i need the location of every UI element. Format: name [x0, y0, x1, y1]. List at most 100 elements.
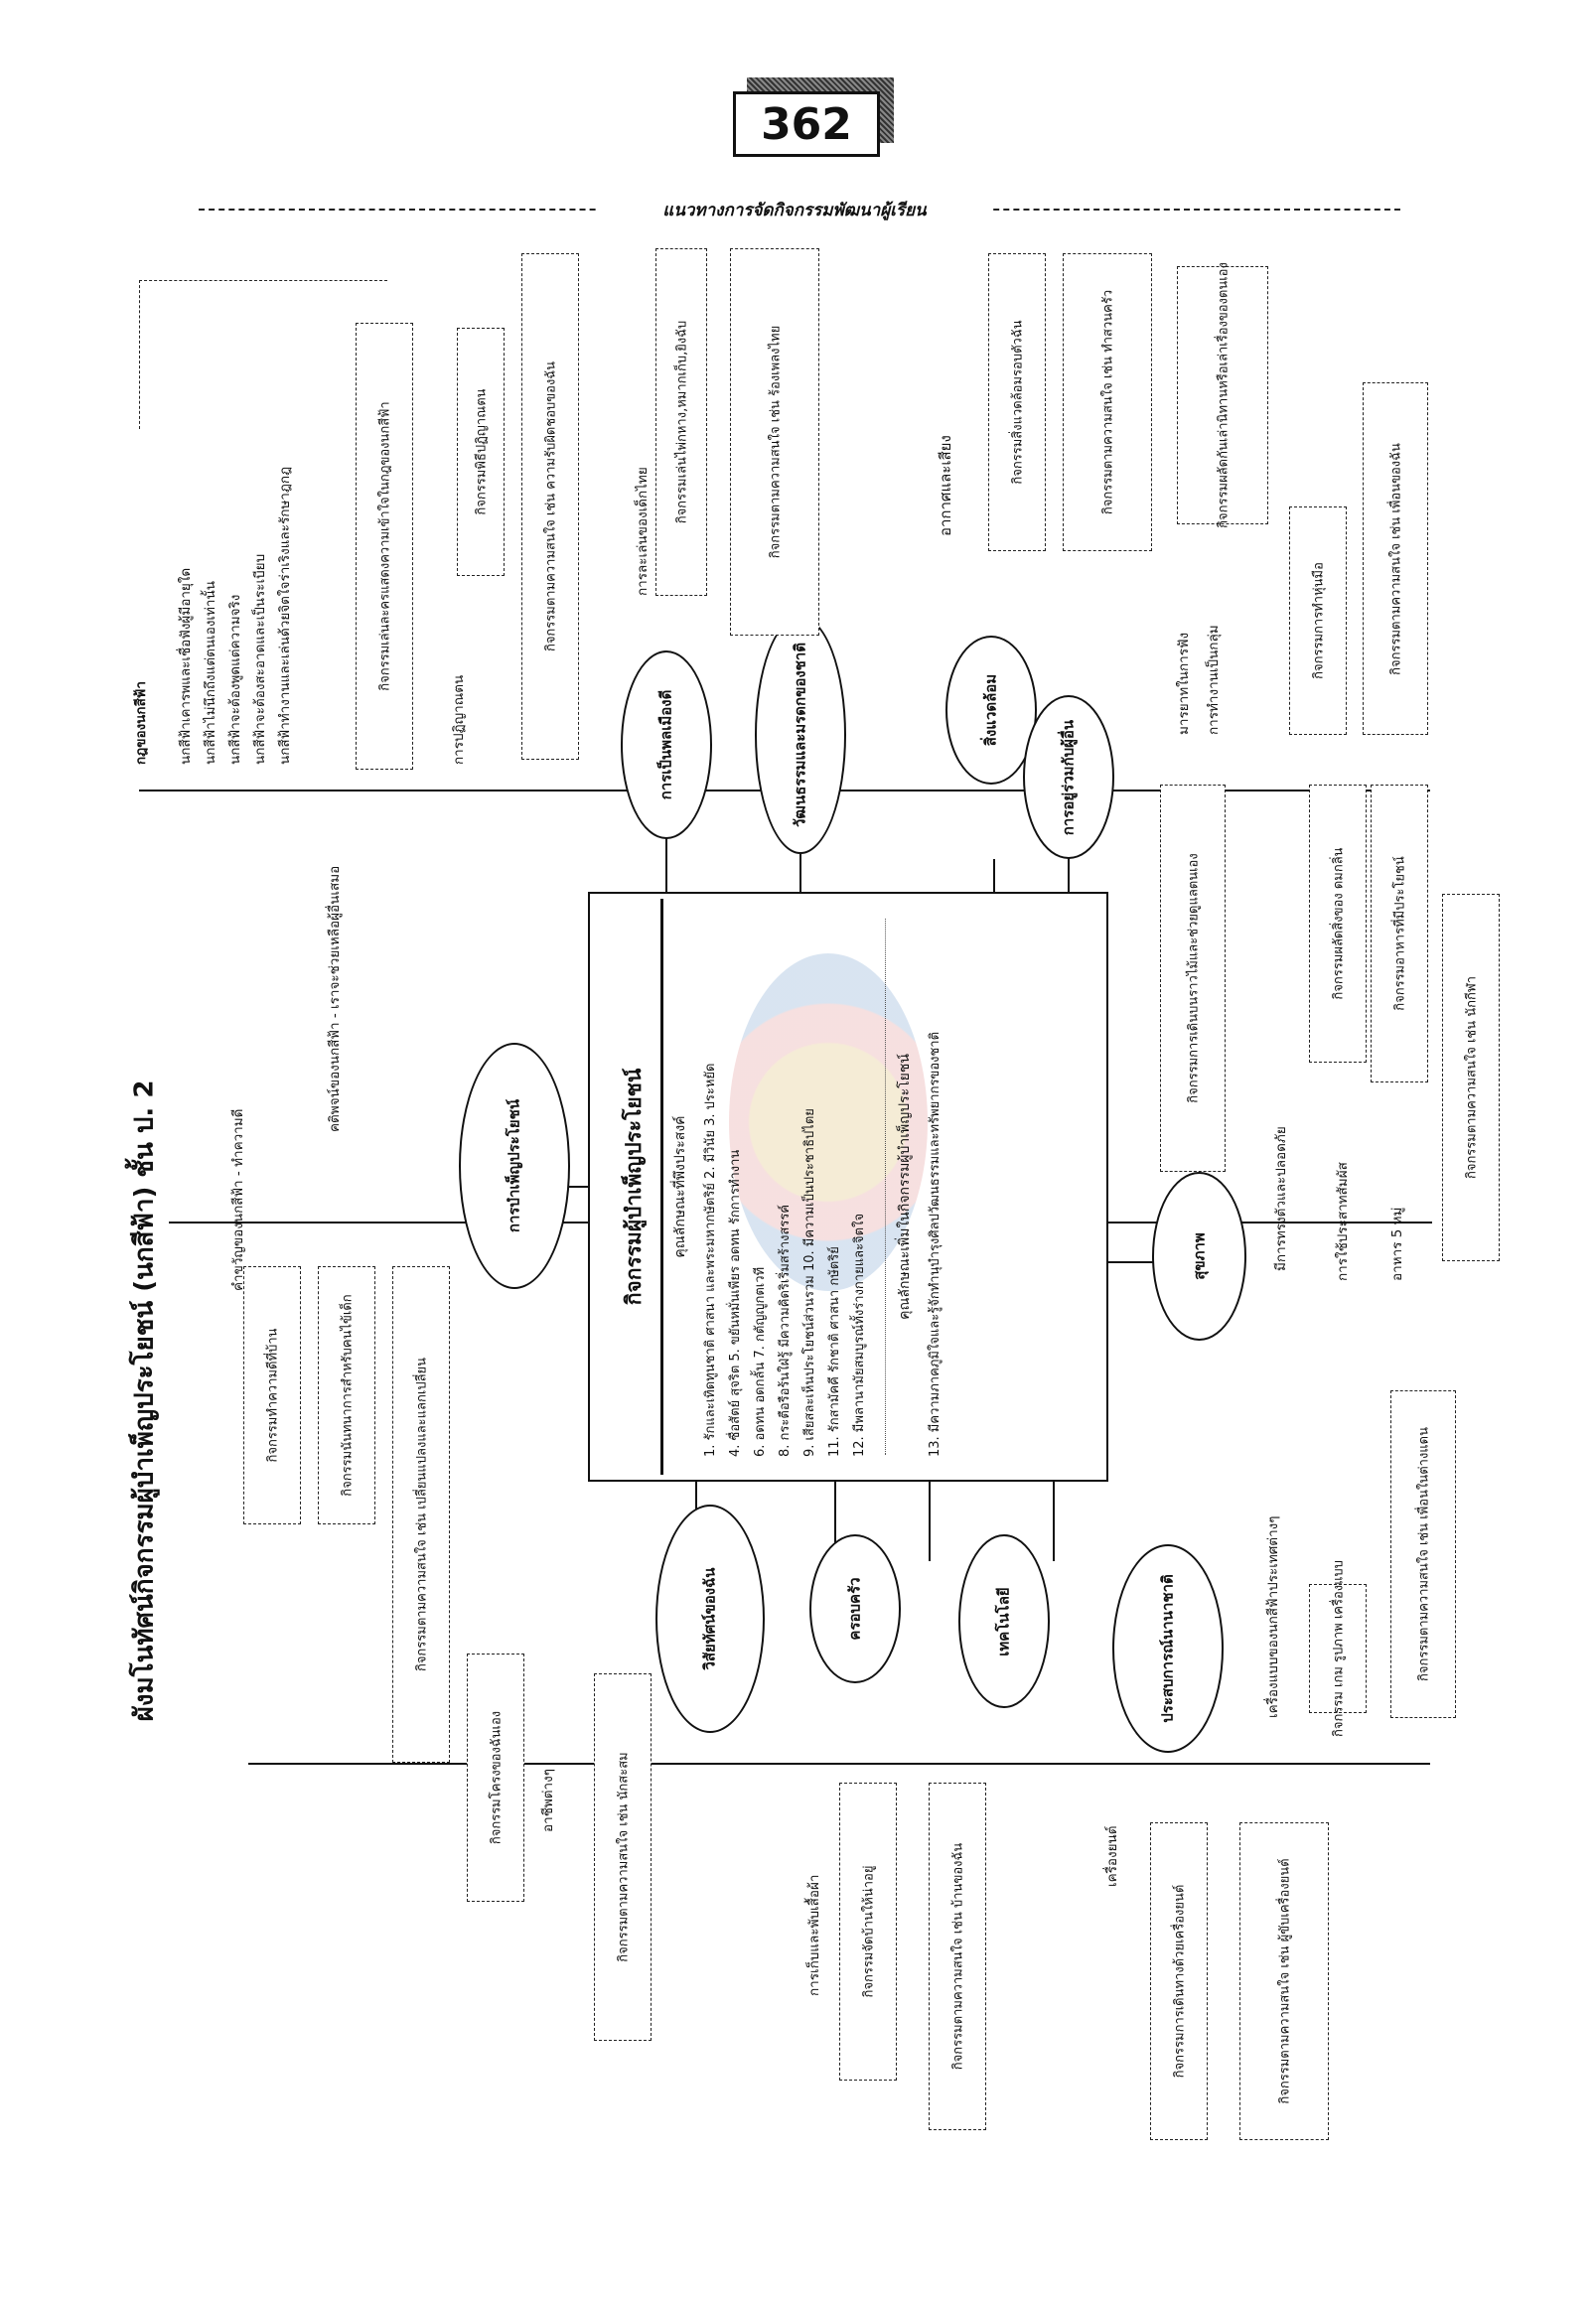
box-label: กิจกรรมโครงของฉันเอง	[489, 1710, 505, 1845]
list-item: 13. มีความภาคภูมิใจและรู้จักทำนุบำรุงศิล…	[928, 1031, 943, 1457]
activity-box: กิจกรรมตามความสนใจ เช่น เปลี่ยนแปลงและแล…	[392, 1266, 450, 1763]
dashed-connector	[139, 280, 387, 281]
list-item: 4. ซื่อสัตย์ สุจริต 5. ขยันหมั่นเพียร อด…	[728, 1149, 743, 1457]
box-label: กิจกรรมตามความสนใจ เช่น ความรับผิดชอบของ…	[543, 360, 559, 652]
listen-label: มารยาทในการฟัง	[1176, 632, 1192, 735]
box-label: กิจกรรมตามความสนใจ เช่น ผู้ขับเครื่องยนต…	[1277, 1858, 1293, 2104]
box-label: กิจกรรมการเดินทางด้วยเครื่องยนต์	[1172, 1884, 1188, 2079]
topic-oval-culture: วัฒนธรรมและมรดกของชาติ	[755, 616, 846, 854]
promise-label: การปฏิญาณตน	[451, 674, 467, 765]
connector	[929, 1482, 931, 1561]
home-care-label: การเก็บและพับเสื้อผ้า	[806, 1874, 822, 1996]
header-rule-right	[973, 209, 1400, 211]
activity-box: กิจกรรมสิ่งแวดล้อมรอบตัวฉัน	[988, 253, 1046, 551]
rule-item: นกสีฟ้าจะต้องพูดแต่ความจริง	[227, 594, 243, 765]
box-label: กิจกรรมพิธีปฏิญาณตน	[474, 388, 490, 515]
box-label: กิจกรรมตามความสนใจ เช่น นักสะสม	[616, 1752, 632, 1962]
list-item: 11. รักสามัคคี รักชาติ ศาสนา กษัตริย์	[827, 1246, 842, 1457]
principle-label: คติพจน์ของนกสีฟ้า - เราจะช่วยเหลือผู้อื่…	[327, 865, 343, 1132]
topic-label: การอยู่ร่วมกับผู้อื่น	[1059, 719, 1078, 835]
dashed-connector	[139, 280, 140, 429]
diagram-title: ผังมโนทัศน์กิจกรรมผู้บำเพ็ญประโยชน์ (นกส…	[129, 1080, 160, 1722]
box-label: กิจกรรมจัดบ้านให้น่าอยู่	[861, 1865, 877, 1998]
activity-box: กิจกรรมเล่นไพ่กหาง,หมากเก็บ,ยิงฉับ	[655, 248, 707, 596]
list-item: 6. อดทน อดกลั้น 7. กตัญญูกตเวที	[753, 1266, 768, 1457]
connector	[1068, 854, 1070, 892]
box-label: กิจกรรมสิ่งแวดล้อมรอบตัวฉัน	[1010, 320, 1026, 485]
box-label: กิจกรรมตามความสนใจ เช่น เพื่อนในต่างแดน	[1416, 1426, 1432, 1682]
motto-label: คำขวัญของนกสีฟ้า - ทำความดี	[230, 1108, 246, 1291]
topic-label: สุขภาพ	[1189, 1232, 1208, 1280]
activity-box: กิจกรรมตามความสนใจ เช่น ทำสวนครัว	[1063, 253, 1152, 551]
box-label: กิจกรรมผลัดกันเล่านิทานหรือเล่าเรื่องของ…	[1216, 262, 1232, 528]
activity-box: กิจกรรมพิธีปฏิญาณตน	[457, 328, 505, 576]
topic-oval-citizen: การเป็นพลเมืองดี	[621, 650, 712, 839]
topic-label: วัฒนธรรมและมรดกของชาติ	[791, 643, 809, 827]
topic-label: เทคโนโลยี	[994, 1586, 1013, 1656]
activity-box: กิจกรรมผลัดกันเล่านิทานหรือเล่าเรื่องของ…	[1177, 262, 1268, 528]
activity-box: กิจกรรมทำความดีที่บ้าน	[243, 1266, 301, 1524]
topic-oval-technology: เทคโนโลยี	[958, 1534, 1050, 1708]
activity-box: กิจกรรมตามความสนใจ เช่น เพื่อนในต่างแดน	[1390, 1390, 1456, 1718]
consumer-label: การใช้ประสาทสัมผัส	[1335, 1162, 1351, 1281]
intl-instrument-label: เครื่องแบบของนกสีฟ้าประเทศต่างๆ	[1265, 1515, 1281, 1719]
topic-label: การเป็นพลเมืองดี	[656, 689, 675, 800]
rule-item: นกสีฟ้าทำงานและเล่นด้วยจิตใจร่าเริงและรั…	[277, 466, 293, 765]
list-item: 8. กระตือรือร้นใฝ่รู้ มีความคิดริเริ่มสร…	[778, 1204, 793, 1457]
topic-label: ประสบการณ์นานาชาติ	[1158, 1574, 1177, 1723]
children-play-label: การละเล่นของเด็กไทย	[635, 467, 651, 596]
accident-label: มีการทรงตัวและปลอดภัย	[1273, 1126, 1289, 1271]
list-item: 12. มีพลานามัยสมบูรณ์ทั้งร่างกายและจิตใจ	[852, 1213, 867, 1457]
rule-item: นกสีฟ้าไม่นึกถึงแต่ตนเองเท่านั้น	[203, 581, 218, 765]
activity-box: กิจกรรมการเดินทางด้วยเครื่องยนต์	[1150, 1822, 1208, 2140]
engine-label: เครื่องยนต์	[1104, 1825, 1120, 1887]
box-label: กิจกรรม เกม รูปภาพ เครื่องแบบ	[1331, 1559, 1347, 1738]
topic-label: การบำเพ็ญประโยชน์	[505, 1098, 523, 1233]
activity-box: กิจกรรม เกม รูปภาพ เครื่องแบบ	[1309, 1560, 1367, 1737]
air-sound-label: อากาศและเสียง	[937, 435, 954, 536]
topic-label: สิ่งแวดล้อม	[981, 673, 1000, 747]
activity-box: กิจกรรมเล่นละครแสดงความเข้าใจในกฎของนกสี…	[356, 323, 413, 770]
activity-box: กิจกรรมจัดบ้านให้น่าอยู่	[839, 1783, 897, 2081]
activity-box: กิจกรรมอาหารที่มีประโยชน์	[1371, 785, 1428, 1082]
food5-label: อาหาร 5 หมู่	[1389, 1207, 1405, 1281]
box-label: กิจกรรมนันทนาการสำหรับคนไข้เด็ก	[340, 1294, 356, 1497]
activity-box: กิจกรรมการทำหุ่นมือ	[1289, 506, 1347, 735]
topic-oval-vision: วิสัยทัศน์ของฉัน	[655, 1505, 765, 1733]
activity-box: กิจกรรมตามความสนใจ เช่น เพื่อนของฉัน	[1363, 382, 1428, 735]
box-label: กิจกรรมตามความสนใจ เช่น เพื่อนของฉัน	[1388, 442, 1404, 675]
box-label: กิจกรรมตามความสนใจ เช่น ร้องเพลงไทย	[768, 325, 784, 559]
box-label: กิจกรรมผลัดสิ่งของ ดมกลิ่น	[1331, 847, 1347, 1000]
rule-item: นกสีฟ้าจะต้องสะอาดและเป็นระเบียบ	[252, 553, 268, 765]
activity-box: กิจกรรมโครงของฉันเอง	[467, 1654, 524, 1902]
center-subtitle-extra: คุณลักษณะเพิ่มในกิจกรรมผู้บำเพ็ญประโยชน์	[897, 1054, 913, 1320]
center-subtitle: คุณลักษณะที่พึงประสงค์	[672, 1115, 688, 1258]
activity-box: กิจกรรมตามความสนใจ เช่น บ้านของฉัน	[929, 1783, 986, 2130]
activity-box: กิจกรรมผลัดสิ่งของ ดมกลิ่น	[1309, 785, 1367, 1063]
group-label: การทำงานเป็นกลุ่ม	[1206, 625, 1222, 735]
topic-oval-health: สุขภาพ	[1152, 1172, 1246, 1341]
page-number: 362	[733, 91, 880, 157]
bottom-branch-line	[248, 1763, 1430, 1765]
list-item: 9. เสียสละเห็นประโยชน์ส่วนรวม 10. มีความ…	[802, 1108, 817, 1457]
activity-box: กิจกรรมการเดินบนราวไม้และช่วยดูแลตนเอง	[1160, 785, 1226, 1172]
career-label: อาชีพต่างๆ	[540, 1769, 556, 1832]
box-label: กิจกรรมอาหารที่มีประโยชน์	[1392, 856, 1408, 1011]
topic-oval-family: ครอบครัว	[809, 1534, 901, 1683]
activity-box: กิจกรรมตามความสนใจ เช่น นักสะสม	[594, 1673, 652, 2041]
activity-box: กิจกรรมตามความสนใจ เช่น ผู้ขับเครื่องยนต…	[1239, 1822, 1329, 2140]
connector	[834, 1482, 836, 1551]
box-label: กิจกรรมตามความสนใจ เช่น ทำสวนครัว	[1100, 289, 1116, 515]
connector	[1053, 1482, 1055, 1561]
topic-label: วิสัยทัศน์ของฉัน	[700, 1567, 719, 1670]
box-label: กิจกรรมตามความสนใจ เช่น เปลี่ยนแปลงและแล…	[414, 1357, 430, 1672]
topic-oval-environment: สิ่งแวดล้อม	[945, 636, 1037, 785]
connector	[993, 859, 995, 892]
activity-box: กิจกรรมตามความสนใจ เช่น นักกีฬา	[1442, 894, 1500, 1261]
box-label: กิจกรรมเล่นไพ่กหาง,หมากเก็บ,ยิงฉับ	[674, 320, 690, 524]
header-title: แนวทางการจัดกิจกรรมพัฒนาผู้เรียน	[596, 197, 993, 223]
box-label: กิจกรรมทำความดีที่บ้าน	[265, 1328, 281, 1463]
rules-heading: กฎของนกสีฟ้า	[133, 681, 149, 765]
watermark-seal	[729, 953, 928, 1291]
connector	[799, 854, 801, 892]
